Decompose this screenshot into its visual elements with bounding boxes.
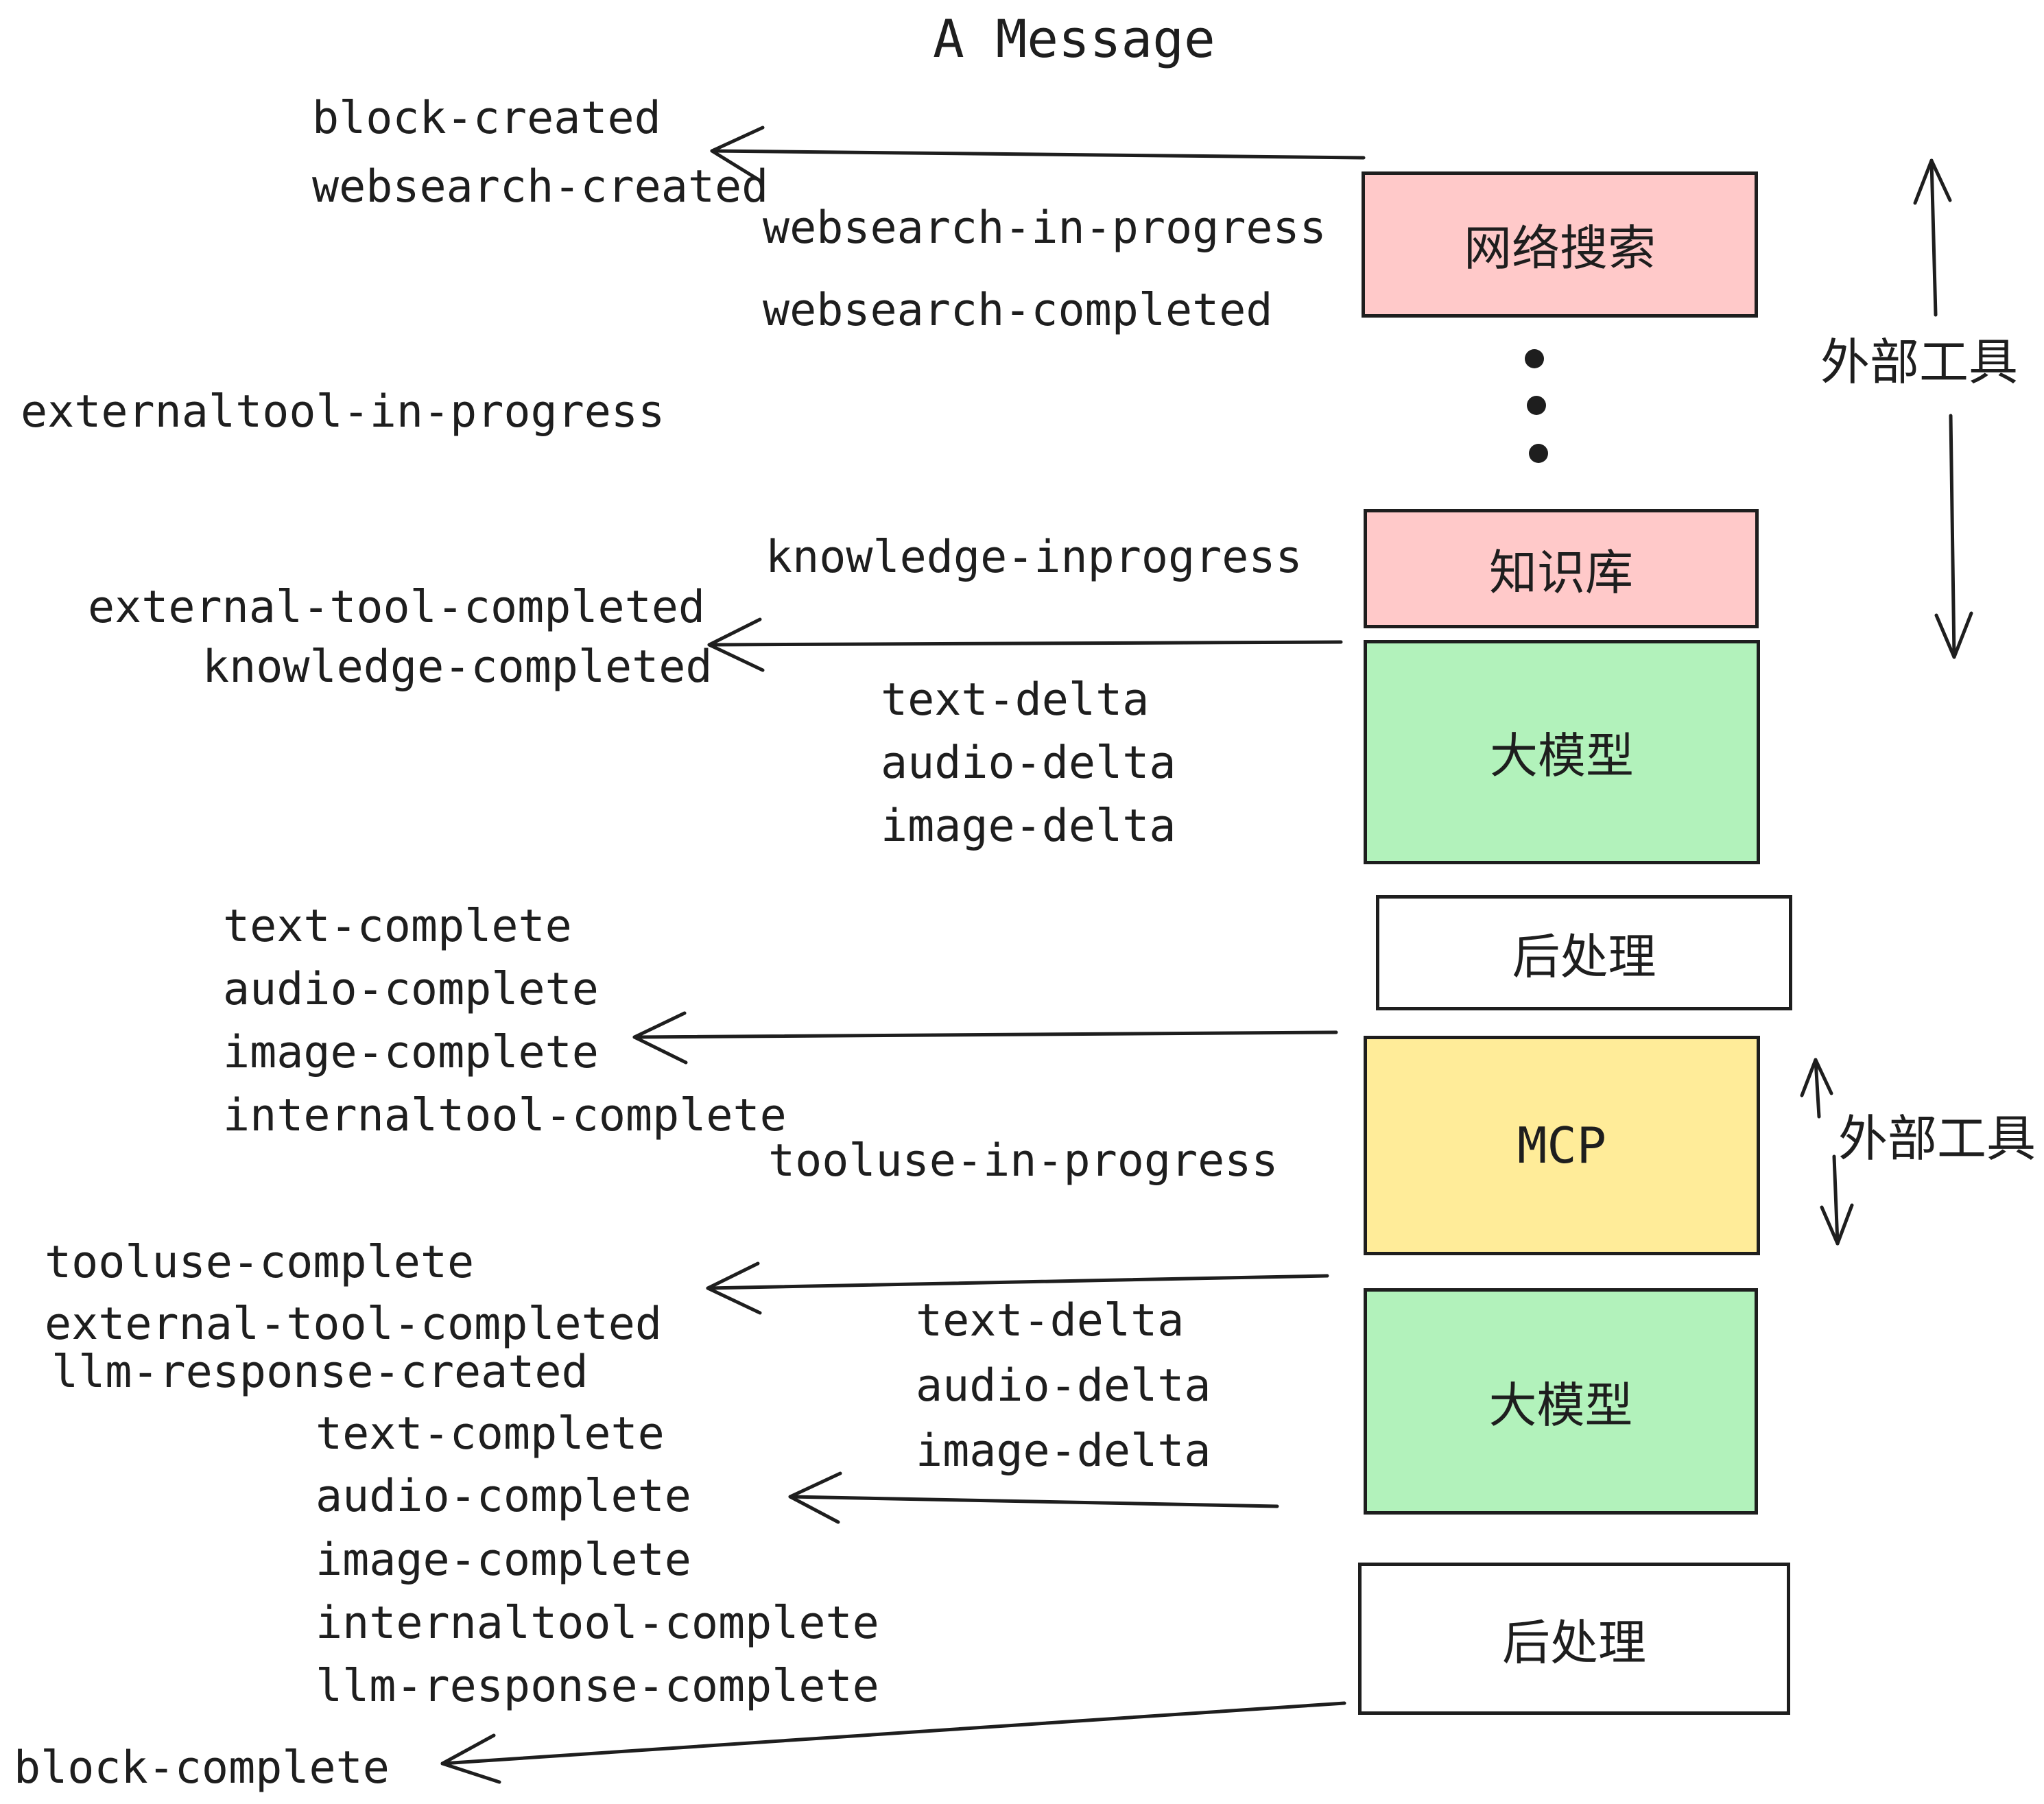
event-label-llm-response-complete: llm-response-complete bbox=[316, 1661, 879, 1712]
event-label-llm-response-created: llm-response-created bbox=[51, 1346, 589, 1398]
event-label-knowledge-inprogress: knowledge-inprogress bbox=[765, 532, 1303, 583]
box-llm-1: 大模型 bbox=[1364, 640, 1760, 864]
ellipsis-dots bbox=[1525, 349, 1548, 463]
box-knowledge: 知识库 bbox=[1364, 509, 1759, 628]
event-label-websearch-created: websearch-created bbox=[312, 161, 769, 213]
arrow-external-tools-2-down bbox=[1820, 1154, 1854, 1246]
box-postprocess-2-label: 后处理 bbox=[1502, 1614, 1646, 1671]
event-label-websearch-completed: websearch-completed bbox=[763, 285, 1273, 336]
event-label-image-complete-1: image-complete bbox=[223, 1027, 599, 1078]
event-label-tooluse-in-progress: tooluse-in-progress bbox=[768, 1135, 1279, 1187]
arrow-image-complete-1 bbox=[632, 1011, 1338, 1065]
event-label-text-delta-1: text-delta bbox=[881, 674, 1150, 726]
event-label-image-complete-2: image-complete bbox=[316, 1534, 691, 1586]
event-label-websearch-in-progress: websearch-in-progress bbox=[763, 202, 1327, 254]
event-label-text-delta-2: text-delta bbox=[916, 1295, 1185, 1346]
box-postprocess-2: 后处理 bbox=[1358, 1563, 1790, 1715]
external-tools-label-1: 外部工具 bbox=[1820, 333, 2019, 391]
event-label-tooluse-complete: tooluse-complete bbox=[45, 1237, 475, 1288]
box-websearch: 网络搜索 bbox=[1362, 171, 1758, 318]
arrow-audio-complete-2 bbox=[788, 1471, 1279, 1524]
arrow-block-created bbox=[710, 126, 1366, 182]
event-label-audio-delta-2: audio-delta bbox=[916, 1360, 1211, 1412]
event-label-block-complete: block-complete bbox=[14, 1742, 390, 1794]
event-label-audio-complete-2: audio-complete bbox=[316, 1471, 691, 1522]
box-llm-1-label: 大模型 bbox=[1490, 728, 1634, 784]
external-tools-label-2: 外部工具 bbox=[1838, 1110, 2036, 1167]
box-postprocess-1: 后处理 bbox=[1376, 895, 1792, 1010]
event-label-internaltool-complete-2: internaltool-complete bbox=[316, 1598, 879, 1649]
event-label-audio-delta-1: audio-delta bbox=[881, 737, 1176, 789]
box-knowledge-label: 知识库 bbox=[1489, 544, 1633, 601]
arrow-block-complete bbox=[440, 1701, 1346, 1784]
box-websearch-label: 网络搜索 bbox=[1464, 220, 1656, 276]
event-label-block-created: block-created bbox=[312, 93, 661, 144]
event-label-image-delta-1: image-delta bbox=[881, 800, 1176, 852]
box-mcp: MCP bbox=[1364, 1036, 1760, 1255]
event-label-text-complete-2: text-complete bbox=[316, 1408, 665, 1460]
event-label-externaltool-in-progress: externaltool-in-progress bbox=[21, 386, 665, 438]
event-label-external-tool-completed-2: external-tool-completed bbox=[45, 1298, 663, 1350]
box-mcp-label: MCP bbox=[1517, 1117, 1607, 1174]
arrow-external-tools-2-up bbox=[1800, 1058, 1833, 1119]
event-label-internaltool-complete-1: internaltool-complete bbox=[223, 1090, 787, 1141]
arrow-external-tools-1-up bbox=[1913, 158, 1952, 317]
box-llm-2-label: 大模型 bbox=[1488, 1377, 1633, 1434]
box-llm-2: 大模型 bbox=[1364, 1288, 1758, 1515]
event-label-knowledge-completed: knowledge-completed bbox=[202, 641, 713, 693]
arrow-external-tools-1-down bbox=[1934, 414, 1973, 659]
arrow-knowledge-completed bbox=[707, 617, 1343, 672]
box-postprocess-1-label: 后处理 bbox=[1512, 928, 1656, 985]
diagram-title: A Message bbox=[933, 8, 1215, 69]
event-label-external-tool-completed: external-tool-completed bbox=[88, 582, 706, 633]
event-label-audio-complete-1: audio-complete bbox=[223, 964, 599, 1015]
event-label-text-complete-1: text-complete bbox=[223, 901, 572, 952]
event-label-image-delta-2: image-delta bbox=[916, 1425, 1211, 1477]
